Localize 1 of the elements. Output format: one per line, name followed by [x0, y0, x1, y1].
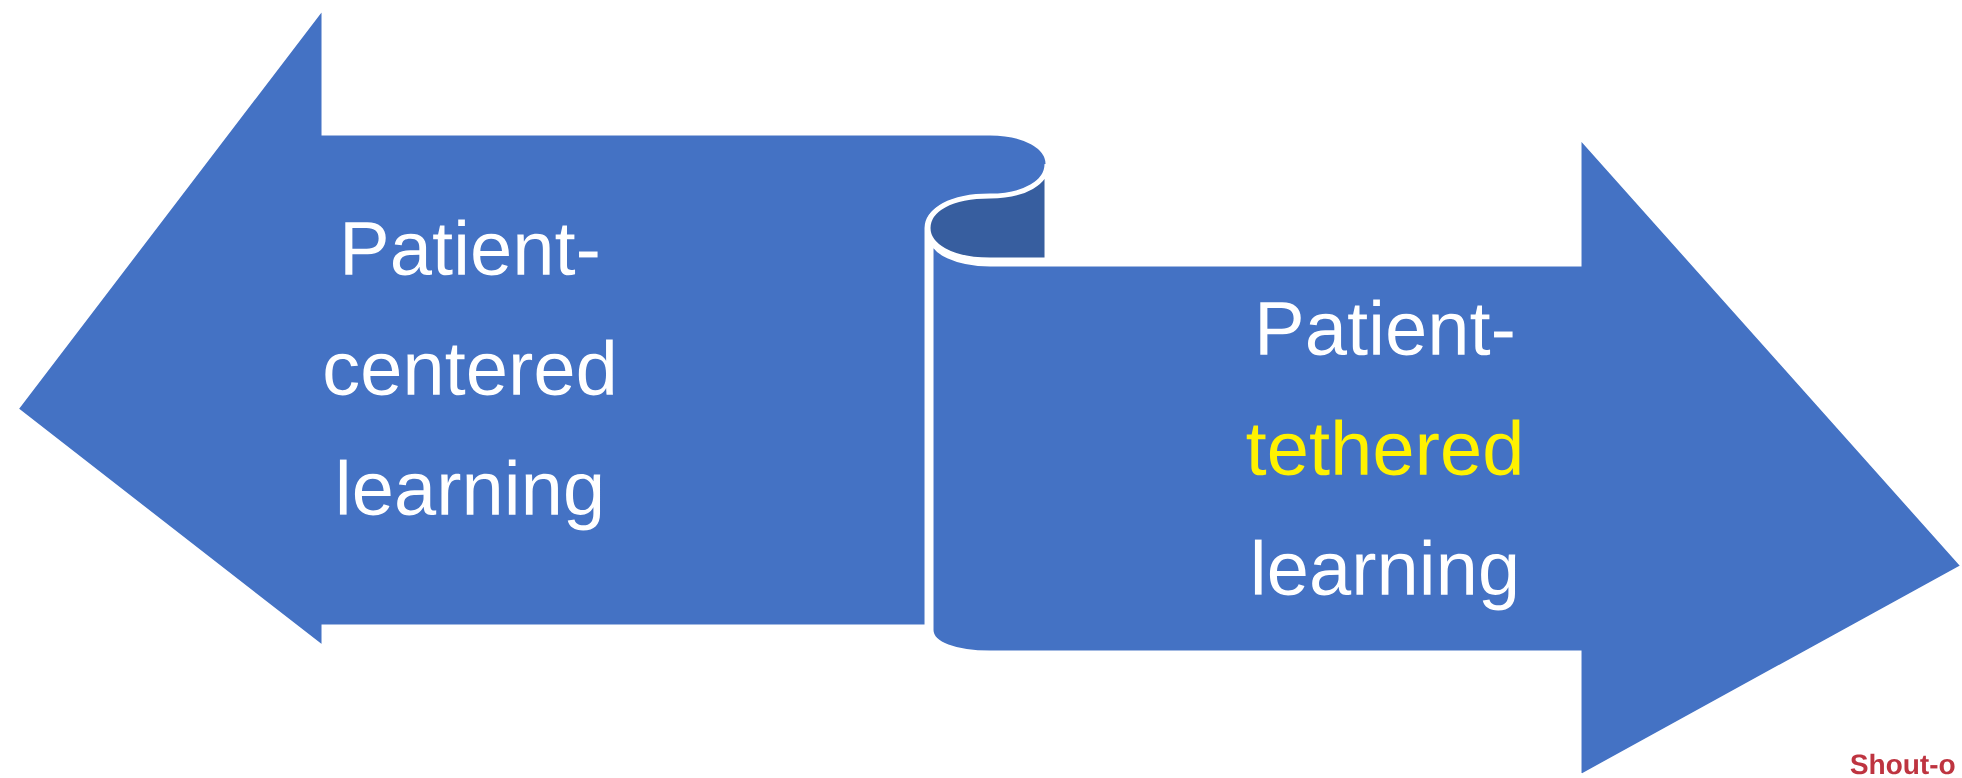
corner-label: Shout-o — [1850, 753, 1955, 775]
